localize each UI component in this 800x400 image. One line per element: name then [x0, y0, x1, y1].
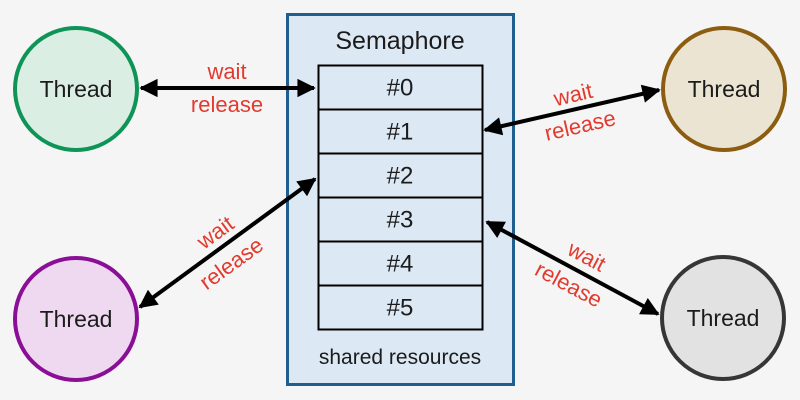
thread-circle-bottom-right [660, 255, 786, 381]
threads: Thread Thread Thread Thread [13, 26, 787, 382]
slot-0 [317, 64, 484, 111]
wait-label-top-left: wait [206, 59, 246, 84]
slot-0-label: #0 [387, 75, 414, 102]
slot-5-label: #5 [387, 295, 414, 322]
thread-circle-top-right [661, 26, 787, 152]
thread-circle-top-left [13, 26, 139, 152]
thread-label-top-left: Thread [40, 76, 113, 102]
slot-4 [317, 240, 484, 287]
resource-slots: #0 #1 #2 #3 #4 #5 [317, 64, 484, 331]
slot-1-label: #1 [387, 119, 414, 146]
slot-5 [317, 284, 484, 331]
semaphore-title: Semaphore [335, 27, 464, 55]
slot-2-label: #2 [387, 163, 414, 190]
arrow-bottom-left [138, 177, 317, 309]
slot-2 [317, 152, 484, 199]
slot-3-label: #3 [387, 207, 414, 234]
thread-label-top-right: Thread [688, 76, 761, 102]
thread-label-bottom-left: Thread [40, 306, 113, 332]
arrow-top-right [483, 84, 661, 136]
thread-circle-bottom-left [13, 256, 139, 382]
arrows [138, 78, 661, 316]
slot-4-label: #4 [387, 251, 414, 278]
semaphore-caption: shared resources [319, 346, 481, 369]
arrow-bottom-right [485, 220, 660, 316]
thread-label-bottom-right: Thread [687, 305, 760, 331]
release-label-top-left: release [191, 92, 263, 117]
release-label-top-right: release [542, 105, 618, 146]
